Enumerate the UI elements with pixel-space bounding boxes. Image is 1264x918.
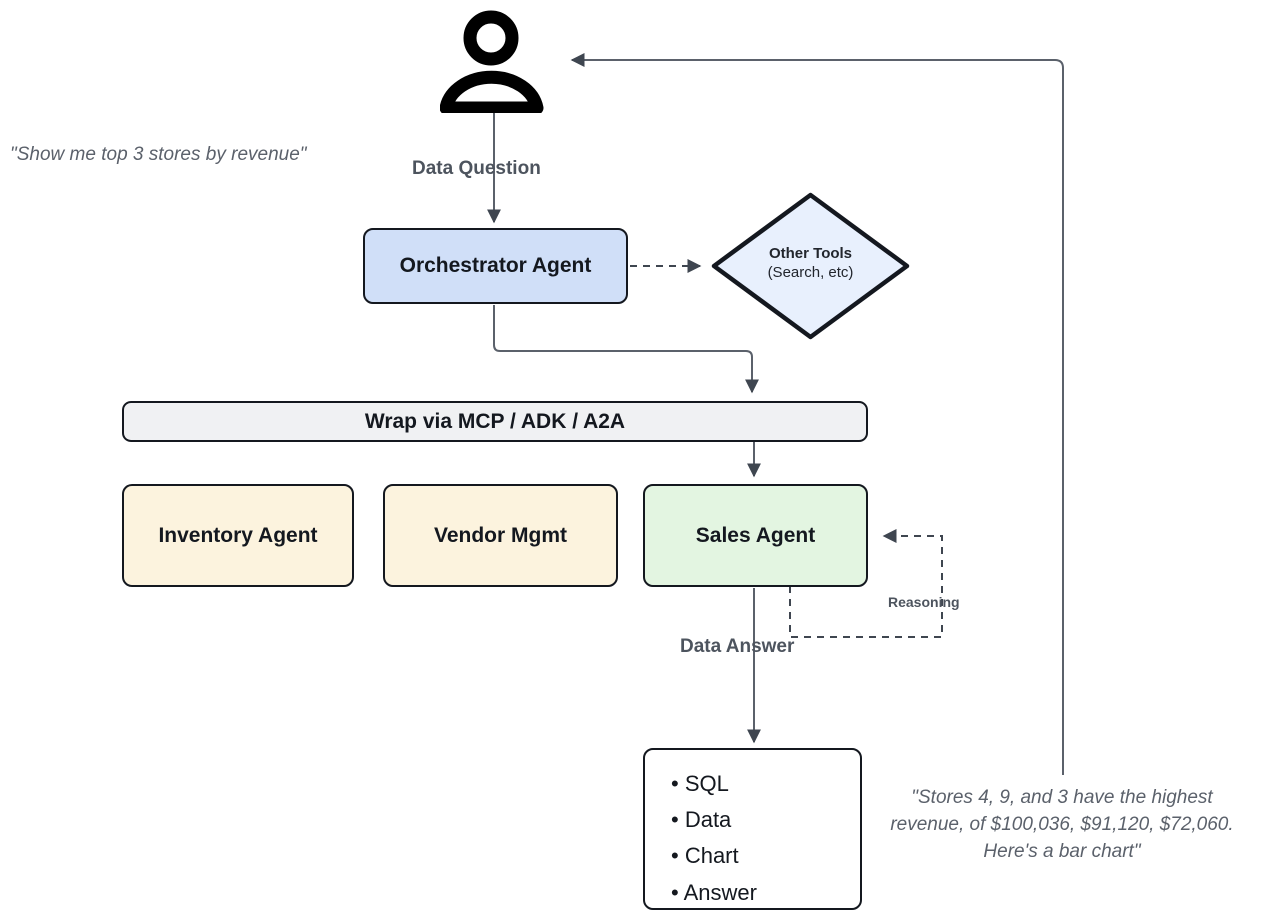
node-other-tools[interactable]: Other Tools (Search, etc) (708, 190, 913, 342)
node-other-tools-label-line2: (Search, etc) (767, 264, 854, 282)
diamond-shape-icon (711, 192, 910, 340)
node-wrap-band-label: Wrap via MCP / ADK / A2A (364, 409, 626, 433)
node-inventory-agent[interactable]: Inventory Agent (122, 484, 354, 587)
output-bullet-item: • Data (671, 807, 732, 833)
edge-label-data-answer: Data Answer (680, 636, 795, 657)
actor-quote: "Show me top 3 stores by revenue" (10, 144, 307, 165)
answer-quote: "Stores 4, 9, and 3 have the highest rev… (868, 785, 1256, 866)
output-bullet-item: • Answer (671, 879, 757, 905)
person-icon (440, 10, 544, 113)
answer-quote-line3: Here's a bar chart" (983, 840, 1141, 862)
node-output-box[interactable]: • SQL • Data • Chart • Answer (643, 748, 862, 910)
output-bullet-item: • Chart (671, 843, 739, 869)
edge-label-data-question: Data Question (412, 158, 541, 179)
output-bullet-item: • SQL (671, 771, 729, 796)
node-vendor-mgmt[interactable]: Vendor Mgmt (383, 484, 618, 587)
node-wrap-band[interactable]: Wrap via MCP / ADK / A2A (122, 401, 868, 442)
answer-quote-line2: revenue, of $100,036, $91,120, $72,060. (890, 813, 1234, 835)
node-orchestrator-agent[interactable]: Orchestrator Agent (363, 228, 628, 304)
answer-quote-line1: "Stores 4, 9, and 3 have the highest (911, 787, 1213, 808)
output-bullet-list: • SQL • Data • Chart • Answer (645, 750, 860, 908)
node-orchestrator-agent-label: Orchestrator Agent (399, 254, 592, 277)
node-sales-agent[interactable]: Sales Agent (643, 484, 868, 587)
node-sales-agent-label: Sales Agent (695, 523, 816, 547)
node-vendor-mgmt-label: Vendor Mgmt (433, 523, 567, 547)
edge-label-reasoning: Reasoning (888, 594, 960, 610)
node-other-tools-label-line1: Other Tools (768, 245, 853, 262)
node-inventory-agent-label: Inventory Agent (158, 523, 318, 547)
